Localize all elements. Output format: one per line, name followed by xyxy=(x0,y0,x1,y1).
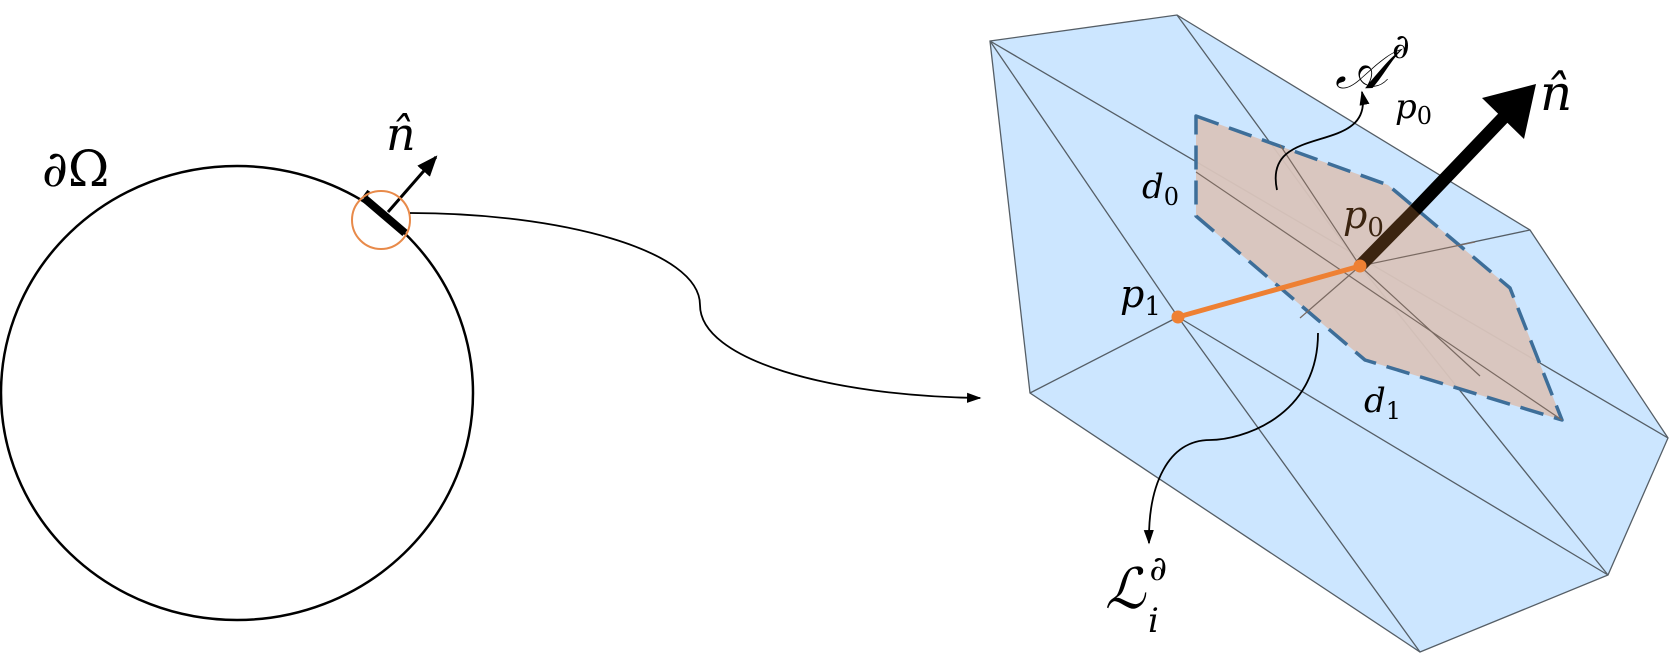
dist-d0-index: 0 xyxy=(1164,183,1179,211)
normal-arrow-shaft xyxy=(1410,113,1508,215)
normal-arrow-inner xyxy=(1355,203,1422,271)
zoom-connector-curve xyxy=(409,212,982,403)
point-p1-base: p xyxy=(1120,272,1144,316)
boundary-label: ∂Ω xyxy=(42,140,109,198)
mesh-edge xyxy=(1029,316,1179,394)
right-normal-label: n̂ xyxy=(1540,64,1572,122)
point-p0-base: p xyxy=(1343,193,1367,237)
point-p1-marker xyxy=(1171,310,1185,324)
mesh-edge xyxy=(1177,316,1421,653)
point-p0-marker xyxy=(1353,259,1367,273)
dist-d1-label: d1 xyxy=(1364,381,1401,425)
line-label-base: ℒ xyxy=(1105,557,1147,622)
patch-edge xyxy=(1359,265,1481,377)
surface-mesh-group: n̂ 𝒜∂p0 ℒ∂i p0 p1 d0 d1 xyxy=(989,14,1669,653)
line-label: ℒ∂ i xyxy=(1105,549,1167,641)
patch-edge xyxy=(1299,265,1361,319)
area-label-sub-index: 0 xyxy=(1417,102,1432,130)
dist-d0-label: d0 xyxy=(1142,167,1179,211)
mesh-outline xyxy=(989,14,1669,653)
left-normal-label: n̂ xyxy=(386,107,416,161)
boundary-area-patch xyxy=(1194,114,1564,422)
area-label-pointer xyxy=(1274,90,1370,191)
domain-boundary-group: ∂Ω n̂ xyxy=(0,107,475,622)
dist-d0-base: d xyxy=(1142,167,1164,207)
dist-d1-index: 1 xyxy=(1386,397,1401,425)
mesh-edge xyxy=(989,40,1179,318)
area-label: 𝒜∂p0 xyxy=(1335,27,1432,130)
line-label-sup: ∂ xyxy=(1149,549,1167,589)
dist-d1-base: d xyxy=(1364,381,1386,421)
boundary-element-segment xyxy=(361,194,408,237)
mesh-edge xyxy=(1177,316,1609,576)
domain-boundary-circle xyxy=(0,164,475,622)
area-label-sup: ∂ xyxy=(1392,27,1410,67)
patch-edge xyxy=(1359,241,1476,267)
line-label-pointer xyxy=(1143,332,1319,545)
patch-edge xyxy=(1195,171,1563,421)
point-p1-label: p1 xyxy=(1120,272,1161,322)
point-p0-index: 0 xyxy=(1367,213,1384,243)
point-p0-label: p0 xyxy=(1343,193,1384,243)
patch-edges xyxy=(1195,144,1563,421)
left-normal-arrow xyxy=(386,155,438,213)
point-p1-index: 1 xyxy=(1144,292,1161,322)
line-label-sub: i xyxy=(1148,601,1159,641)
normal-arrow-head xyxy=(1482,84,1536,139)
highlight-circle xyxy=(351,190,411,250)
patch-edge xyxy=(1279,144,1361,267)
boundary-segment-p1-p0 xyxy=(1177,263,1361,320)
area-label-sub: p xyxy=(1395,87,1417,127)
